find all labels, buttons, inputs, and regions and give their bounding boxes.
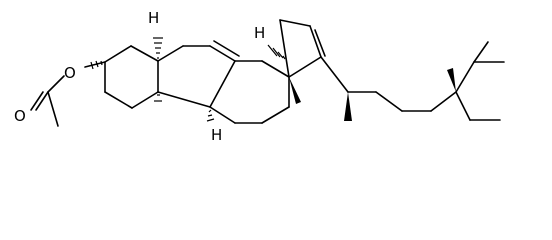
double-bond-c16-c17 [314, 29, 326, 57]
carbonyl-double-bond [30, 91, 44, 111]
h-c14-label: H [254, 24, 265, 42]
h-c9-label: H [211, 126, 222, 144]
ring-d [279, 19, 326, 78]
ring-b [157, 40, 240, 108]
wedge-c24-isopropyl [447, 68, 456, 92]
side-chain [320, 41, 505, 121]
double-bond-c7-c8 [213, 40, 240, 57]
hash-c3-o [90, 60, 103, 70]
oxygen-carbonyl-label: O [14, 107, 26, 125]
wedge-c13-methyl [289, 77, 301, 104]
ring-c [209, 60, 290, 124]
oxygen-ether-label: O [64, 64, 76, 82]
hashed-bonds [90, 37, 286, 122]
h-c5-label: H [148, 9, 159, 27]
hash-c5-h [153, 37, 163, 59]
hash-c9-h [206, 109, 215, 122]
wedge-bonds [289, 68, 456, 121]
hash-c10-me [154, 94, 162, 102]
molecule-drawing: H H H O O [14, 9, 505, 144]
ring-a [104, 45, 159, 109]
wedge-c20-methyl [344, 92, 352, 121]
hash-c14-h [267, 44, 286, 60]
structure-diagram: H H H O O [14, 9, 505, 144]
